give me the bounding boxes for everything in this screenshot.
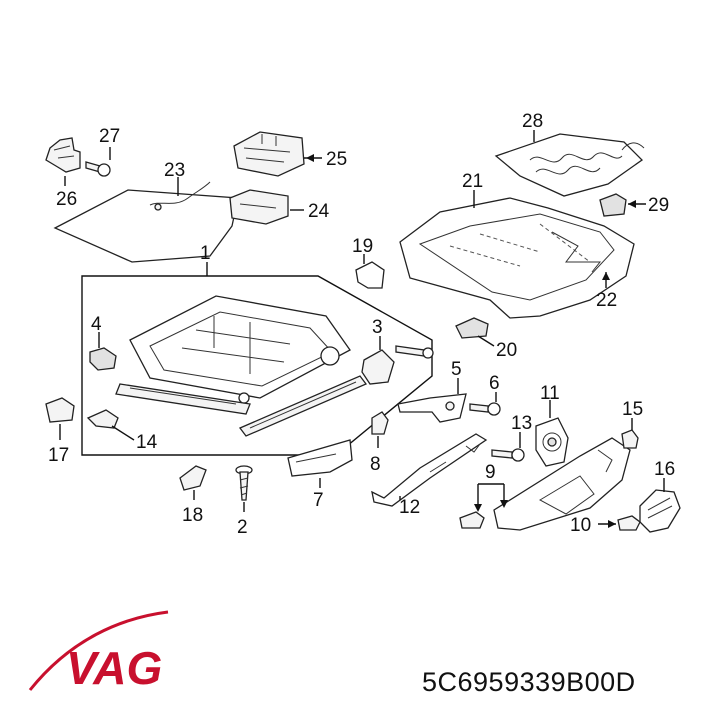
- part-24-control-unit: [229, 189, 289, 225]
- callout-12: 12: [399, 497, 420, 518]
- callout-9: 9: [485, 462, 496, 483]
- part-9-clip: [459, 511, 485, 529]
- vag-logo: VAG: [28, 610, 169, 694]
- callout-17: 17: [48, 445, 69, 466]
- callout-6: 6: [489, 373, 500, 394]
- callout-25: 25: [326, 149, 347, 170]
- part-12-cable: [371, 433, 488, 507]
- part-26-bracket: [45, 137, 81, 173]
- callout-16: 16: [654, 459, 675, 480]
- callout-14: 14: [136, 432, 158, 453]
- callout-7: 7: [313, 490, 324, 511]
- part-10-connector: [617, 515, 641, 531]
- callout-29: 29: [648, 195, 669, 216]
- part-4-motor: [89, 347, 117, 371]
- callout-24: 24: [308, 201, 330, 222]
- callout-23: 23: [164, 160, 185, 181]
- callout-8: 8: [370, 454, 381, 475]
- part-15-clip: [621, 429, 639, 449]
- part-13-bolt: [491, 448, 525, 462]
- part-17-clip: [45, 397, 75, 423]
- part-11-recliner: [535, 417, 569, 467]
- callout-2: 2: [237, 517, 248, 538]
- part-14-cover: [86, 409, 119, 429]
- callout-28: 28: [522, 111, 543, 132]
- part-23-mat: [53, 181, 239, 263]
- callout-5: 5: [451, 359, 462, 380]
- logo-text: VAG: [66, 642, 162, 694]
- part-9-side-trim: [493, 437, 631, 531]
- part-25-module: [233, 131, 305, 177]
- part-19-clip: [355, 261, 385, 289]
- callout-10: 10: [570, 515, 591, 536]
- part-18-clip: [179, 465, 207, 491]
- callout-3: 3: [372, 317, 383, 338]
- part-7-trim: [287, 439, 353, 477]
- part-20-clip: [455, 317, 489, 339]
- part-6-bolt: [469, 402, 501, 416]
- callout-22: 22: [596, 290, 617, 311]
- part-16-knob: [639, 489, 681, 533]
- part-29-sensor: [599, 193, 627, 217]
- callout-18: 18: [182, 505, 203, 526]
- part-2-screw: [235, 465, 253, 501]
- part-1-frame-group: [81, 262, 433, 456]
- callout-20: 20: [496, 340, 517, 361]
- part-21-cushion: [399, 197, 635, 319]
- callout-1: 1: [200, 243, 211, 264]
- callout-26: 26: [56, 189, 77, 210]
- part-3-actuator: [361, 345, 434, 385]
- part-5-bracket: [397, 393, 467, 423]
- part-8-clip: [371, 411, 389, 435]
- callout-21: 21: [462, 171, 483, 192]
- callout-19: 19: [352, 236, 373, 257]
- callout-13: 13: [511, 413, 532, 434]
- part-number: 5C6959339B00D: [422, 667, 636, 697]
- part-28-heater-mat: [494, 133, 645, 197]
- callout-4: 4: [91, 314, 102, 335]
- callout-27: 27: [99, 126, 120, 147]
- callout-11: 11: [540, 383, 560, 404]
- callout-15: 15: [622, 399, 643, 420]
- seat-frame: [115, 295, 368, 437]
- part-27-bolt: [85, 161, 111, 177]
